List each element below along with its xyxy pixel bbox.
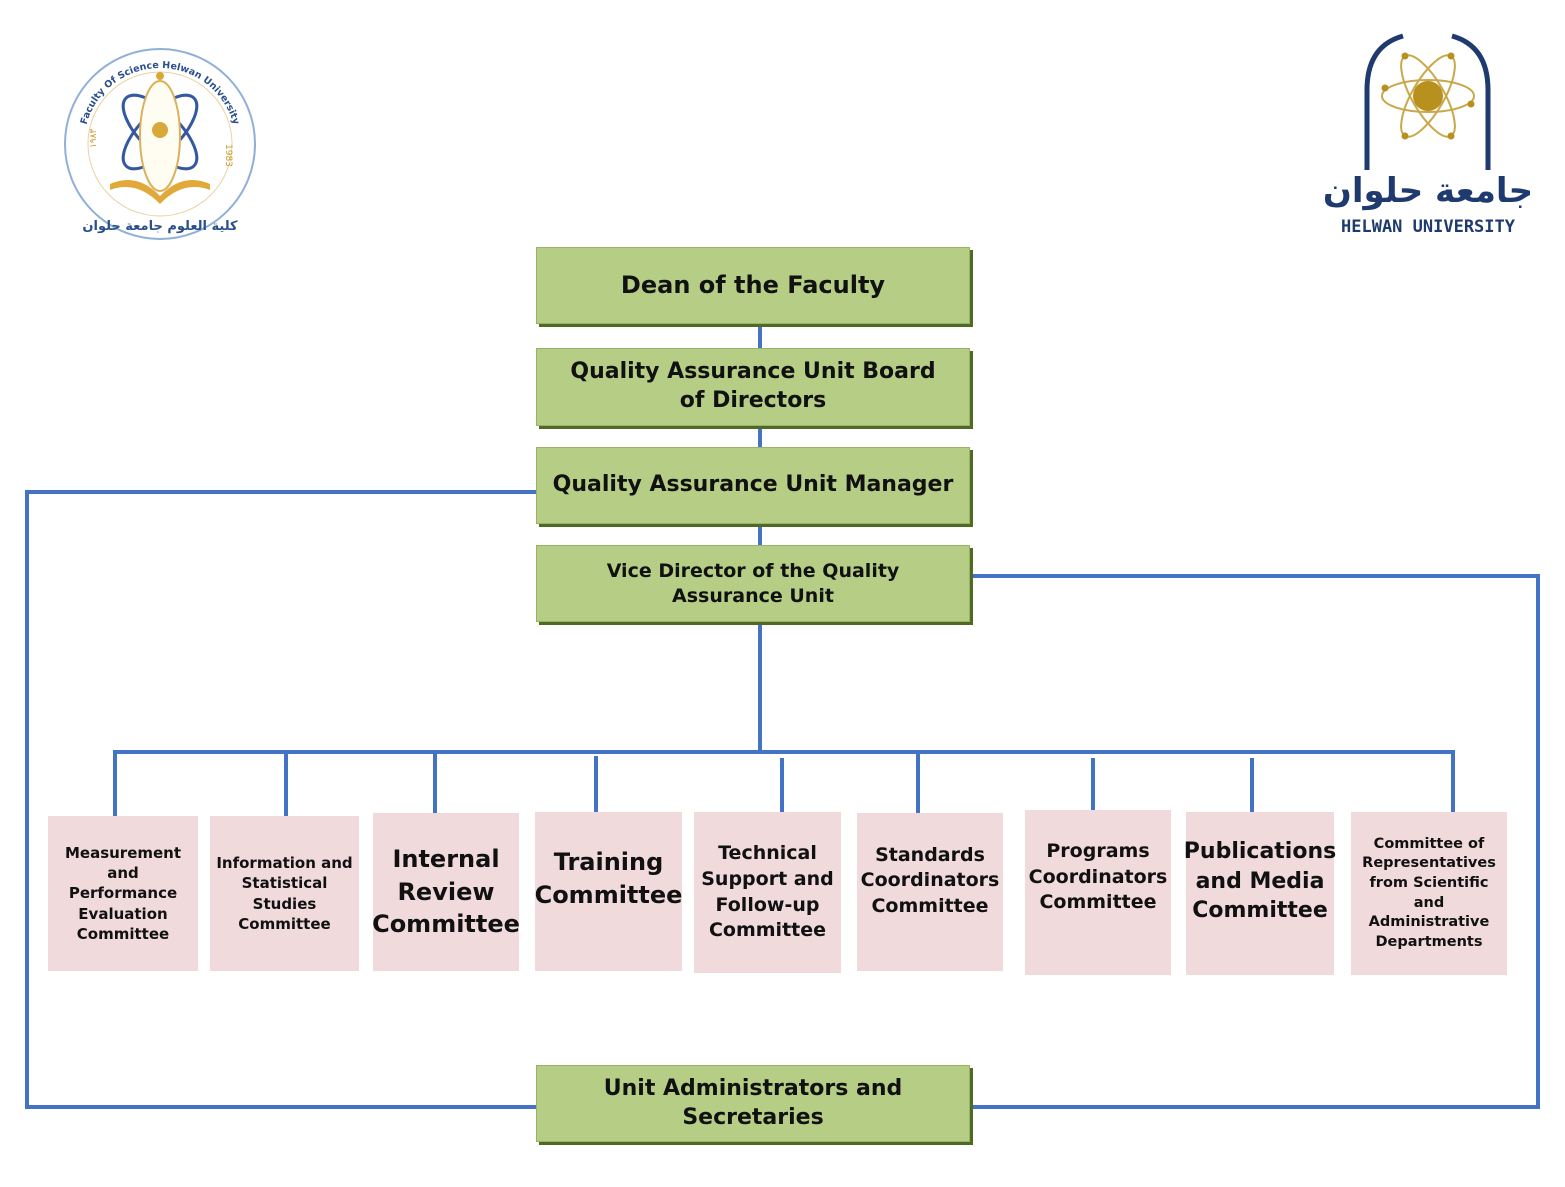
connector-manager-administrators <box>25 490 538 1109</box>
committee-representatives-departments: Committee of Representatives from Scient… <box>1351 812 1507 975</box>
connector-vice-administrators <box>970 574 1540 1109</box>
helwan-arabic-wordmark: جامعة حلوان <box>1325 171 1530 211</box>
seal-arabic-text: كلية العلوم جامعة حلوان <box>82 219 238 234</box>
seal-year-left: ١٩٨٣ <box>89 128 99 148</box>
committee-label: Committee of Representatives from Scient… <box>1362 835 1496 950</box>
dean-box: Dean of the Faculty <box>536 247 970 324</box>
board-of-directors-label: Quality Assurance Unit Board of Director… <box>570 359 936 413</box>
helwan-english-wordmark: HELWAN UNIVERSITY <box>1341 217 1516 237</box>
committee-label: Standards Coordinators Committee <box>860 843 1000 917</box>
faculty-of-science-logo: Faculty Of Science Helwan University ١٩٨… <box>62 44 258 244</box>
committee-information-statistical: Information and Statistical Studies Comm… <box>210 816 359 971</box>
seal-year-right: 1983 <box>223 144 233 167</box>
committee-label: Programs Coordinators Committee <box>1028 840 1168 914</box>
committee-label: Training Committee <box>534 848 683 909</box>
committee-label: Internal Review Committee <box>372 845 520 939</box>
vice-director-box: Vice Director of the Quality Assurance U… <box>536 545 970 622</box>
committee-measurement-performance: Measurement and Performance Evaluation C… <box>48 816 198 971</box>
committee-publications-media: Publications and Media Committee <box>1183 812 1337 975</box>
unit-manager-label: Quality Assurance Unit Manager <box>552 472 954 498</box>
committee-label: Measurement and Performance Evaluation C… <box>64 843 182 943</box>
vice-director-label: Vice Director of the Quality Assurance U… <box>606 559 900 607</box>
committee-label: Technical Support and Follow-up Committe… <box>701 842 834 942</box>
unit-manager-box: Quality Assurance Unit Manager <box>536 447 970 524</box>
committee-technical-support: Technical Support and Follow-up Committe… <box>694 812 841 973</box>
administrators-secretaries-box: Unit Administrators and Secretaries <box>536 1065 970 1142</box>
committee-label: Information and Statistical Studies Comm… <box>216 854 353 933</box>
committee-label: Publications and Media Committee <box>1183 838 1337 924</box>
committee-programs-coordinators: Programs Coordinators Committee <box>1025 810 1171 975</box>
administrators-secretaries-label: Unit Administrators and Secretaries <box>603 1075 903 1130</box>
committee-training: Training Committee <box>535 812 682 971</box>
committee-internal-review: Internal Review Committee <box>372 813 520 971</box>
dean-label: Dean of the Faculty <box>620 270 886 299</box>
board-of-directors-box: Quality Assurance Unit Board of Director… <box>536 348 970 426</box>
committee-standards-coordinators: Standards Coordinators Committee <box>857 813 1003 971</box>
helwan-university-logo: جامعة حلوان HELWAN UNIVERSITY <box>1323 30 1533 240</box>
